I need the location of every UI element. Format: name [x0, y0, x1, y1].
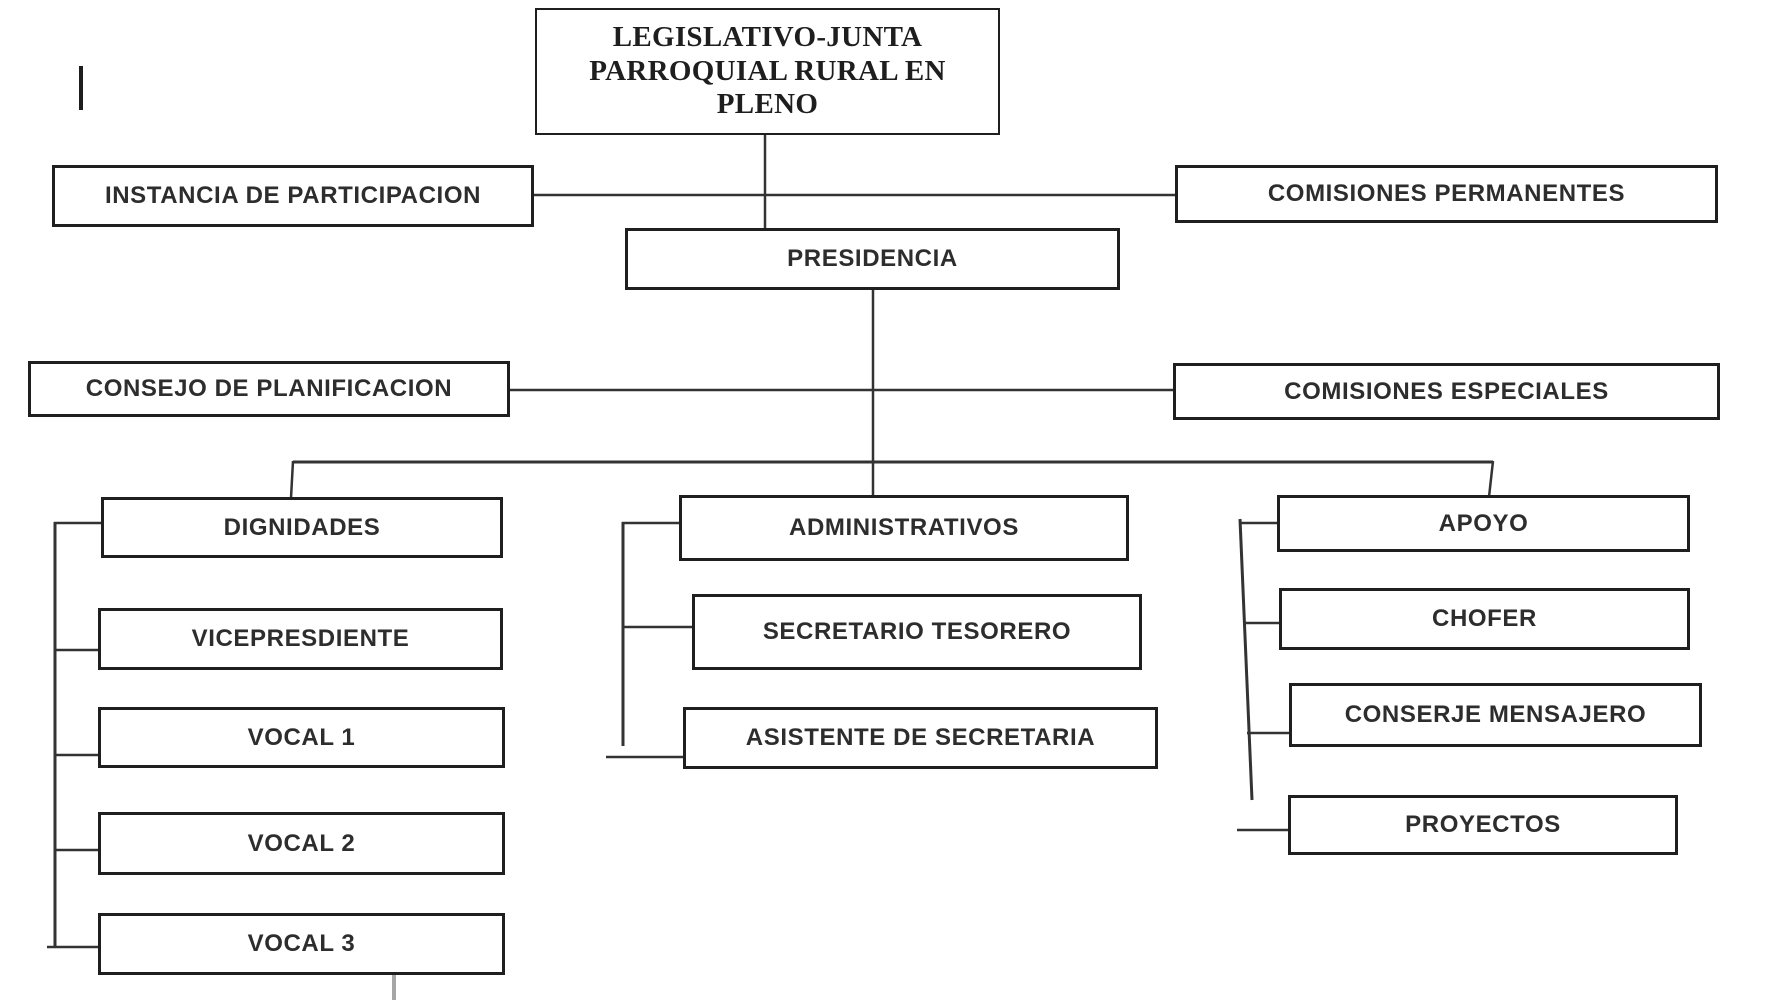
- node-vocal-2[interactable]: VOCAL 2: [98, 812, 505, 875]
- node-chofer[interactable]: CHOFER: [1279, 588, 1690, 650]
- node-administrativos[interactable]: ADMINISTRATIVOS: [679, 495, 1129, 561]
- node-dignidades[interactable]: DIGNIDADES: [101, 497, 503, 558]
- node-comisiones-especiales[interactable]: COMISIONES ESPECIALES: [1173, 363, 1720, 420]
- node-vicepresdiente[interactable]: VICEPRESDIENTE: [98, 608, 503, 670]
- node-instancia-de-participacion[interactable]: INSTANCIA DE PARTICIPACION: [52, 165, 534, 227]
- node-presidencia[interactable]: PRESIDENCIA: [625, 228, 1120, 290]
- node-proyectos[interactable]: PROYECTOS: [1288, 795, 1678, 855]
- node-asistente-de-secretaria[interactable]: ASISTENTE DE SECRETARIA: [683, 707, 1158, 769]
- node-vocal-3[interactable]: VOCAL 3: [98, 913, 505, 975]
- bracket-apoyo: [1238, 518, 1254, 801]
- node-legislativo-junta-parroquial[interactable]: LEGISLATIVO-JUNTA PARROQUIAL RURAL EN PL…: [535, 8, 1000, 135]
- connector-drop-dignidades: [289, 460, 295, 499]
- text-cursor: [79, 66, 83, 110]
- node-secretario-tesorero[interactable]: SECRETARIO TESORERO: [692, 594, 1142, 670]
- node-apoyo[interactable]: APOYO: [1277, 495, 1690, 552]
- node-conserje-mensajero[interactable]: CONSERJE MENSAJERO: [1289, 683, 1702, 747]
- node-comisiones-permanentes[interactable]: COMISIONES PERMANENTES: [1175, 165, 1718, 223]
- node-vocal-1[interactable]: VOCAL 1: [98, 707, 505, 768]
- node-consejo-de-planificacion[interactable]: CONSEJO DE PLANIFICACION: [28, 361, 510, 417]
- connector-drop-apoyo: [1487, 460, 1495, 498]
